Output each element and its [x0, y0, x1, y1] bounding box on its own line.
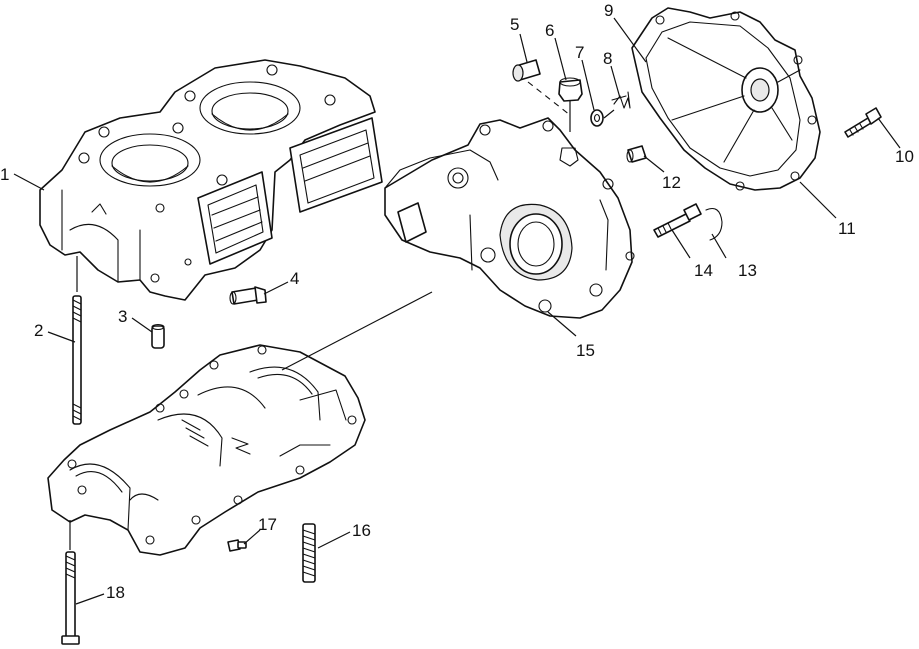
short-stud	[302, 523, 316, 583]
washer	[590, 109, 604, 127]
callout-2: 2	[34, 321, 43, 340]
outer-cover	[631, 7, 821, 191]
callout-labels: 1 2 3 4 5 6 7 8 9 10 11 12 13 14 15 16 1…	[0, 1, 914, 602]
callout-4: 4	[290, 269, 299, 288]
callout-13: 13	[738, 261, 757, 280]
callout-16: 16	[352, 521, 371, 540]
small-bolt	[227, 539, 247, 552]
crankcase-cover	[384, 117, 635, 319]
upper-crankcase	[39, 59, 383, 301]
callout-9: 9	[604, 1, 613, 20]
callout-12: 12	[662, 173, 681, 192]
through-bolt	[61, 551, 80, 645]
callout-14: 14	[694, 261, 713, 280]
plug	[558, 77, 583, 102]
locating-pin	[626, 145, 647, 163]
snap-ring	[705, 207, 723, 241]
flange-bolt	[653, 203, 702, 238]
callout-10: 10	[895, 147, 914, 166]
callout-18: 18	[106, 583, 125, 602]
callout-8: 8	[603, 49, 612, 68]
bushing	[512, 59, 541, 82]
callout-11: 11	[838, 219, 856, 238]
spring	[611, 91, 631, 109]
long-stud	[72, 295, 82, 425]
dowel-pin	[151, 323, 165, 349]
callout-1: 1	[0, 165, 9, 184]
callout-17: 17	[258, 515, 277, 534]
callout-3: 3	[118, 307, 127, 326]
lower-crankcase	[47, 344, 366, 556]
elbow-fitting	[229, 286, 267, 305]
callout-7: 7	[575, 43, 584, 62]
callout-5: 5	[510, 15, 519, 34]
assembly-lines	[69, 81, 615, 550]
callout-6: 6	[545, 21, 554, 40]
cover-bolt	[844, 107, 882, 138]
leader-lines	[13, 17, 901, 605]
callout-15: 15	[576, 341, 595, 360]
